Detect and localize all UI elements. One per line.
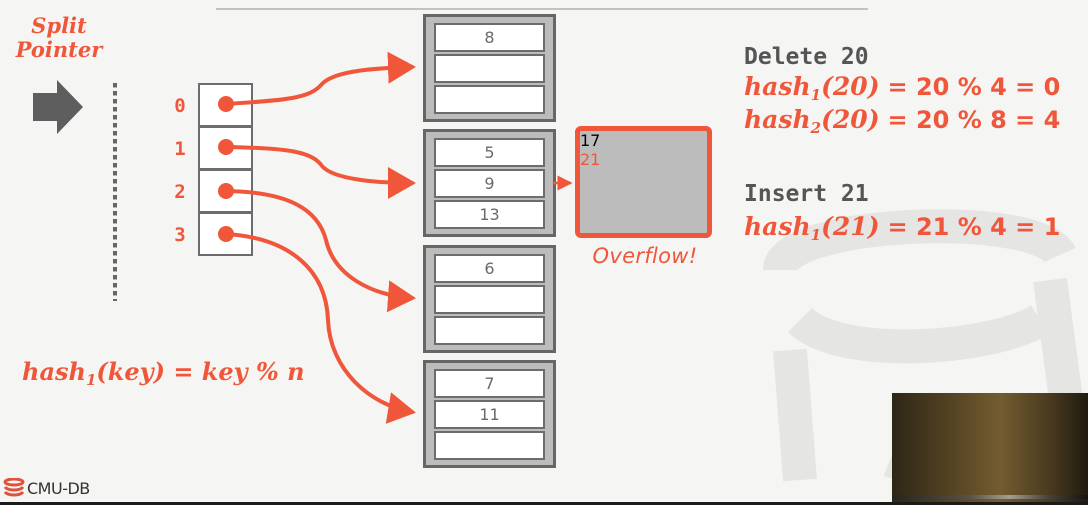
overflow-slot-new-key: 21	[580, 150, 601, 169]
bucket-slot	[434, 431, 545, 460]
directory-pointer-dot	[218, 96, 234, 112]
bucket-slot: 8	[434, 23, 545, 52]
formula-fn: hash2(20)	[744, 105, 880, 138]
pointer-arrow-1	[224, 145, 416, 199]
pointer-arrow-0	[224, 51, 416, 106]
bucket-slot	[434, 285, 545, 314]
formula-fn: hash1(20)	[744, 72, 880, 105]
split-pointer-dotted-line	[113, 83, 117, 301]
bucket-slot: 13	[434, 200, 545, 229]
directory-index: 0	[174, 95, 186, 117]
bucket-slot: 11	[434, 400, 545, 429]
cmu-db-logo: CMU-DB	[3, 478, 90, 498]
directory-index: 2	[174, 181, 186, 203]
database-logo-icon	[3, 478, 25, 497]
bucket-slot	[434, 85, 545, 114]
formula-hash2-20: hash2(20) = 20 % 8 = 4	[744, 106, 1060, 142]
formula-rhs: = 21 % 4 = 1	[887, 213, 1061, 241]
operation-title-insert: Insert 21	[744, 181, 869, 207]
formula-hash1-21: hash1(21) = 21 % 4 = 1	[744, 213, 1060, 249]
bucket-slot: 5	[434, 138, 545, 167]
presenter-video-inset	[892, 393, 1088, 505]
video-floor-edge	[892, 495, 1088, 499]
split-pointer-label-line1: Split	[31, 13, 87, 38]
bucket-3: 7 11	[423, 360, 556, 468]
top-divider	[216, 8, 868, 10]
formula-rhs: = 20 % 8 = 4	[887, 106, 1061, 134]
bucket-1: 5 9 13	[423, 129, 556, 237]
split-pointer-label: Split Pointer	[14, 14, 104, 62]
pointer-arrow-3	[224, 232, 416, 424]
bucket-slot: 6	[434, 254, 545, 283]
operation-title-delete: Delete 20	[744, 44, 869, 70]
bucket-slot	[434, 316, 545, 345]
directory-pointer-dot	[218, 183, 234, 199]
formula-fn: hash1(21)	[744, 212, 880, 245]
overflow-label: Overflow!	[592, 244, 698, 268]
directory-index: 3	[174, 224, 186, 246]
bucket-slot: 9	[434, 169, 545, 198]
split-pointer-arrow-icon	[33, 80, 83, 134]
hash-function-definition: hash1(key) = key % n	[22, 357, 305, 389]
formula-rhs: = 20 % 4 = 0	[887, 73, 1061, 101]
directory-index: 1	[174, 138, 186, 160]
directory-pointer-dot	[218, 139, 234, 155]
pointer-arrow-2	[224, 189, 416, 313]
bucket-2: 6	[423, 245, 556, 353]
overflow-page: 17 21	[575, 126, 712, 238]
split-pointer-label-line2: Pointer	[15, 37, 103, 62]
bucket-slot: 7	[434, 369, 545, 398]
bucket-slot	[434, 54, 545, 83]
formula-hash1-20: hash1(20) = 20 % 4 = 0	[744, 73, 1060, 109]
overflow-slot: 17	[580, 131, 601, 150]
logo-text: CMU-DB	[27, 478, 90, 498]
bucket-0: 8	[423, 14, 556, 122]
bottom-border	[0, 502, 1088, 505]
directory-pointer-dot	[218, 226, 234, 242]
